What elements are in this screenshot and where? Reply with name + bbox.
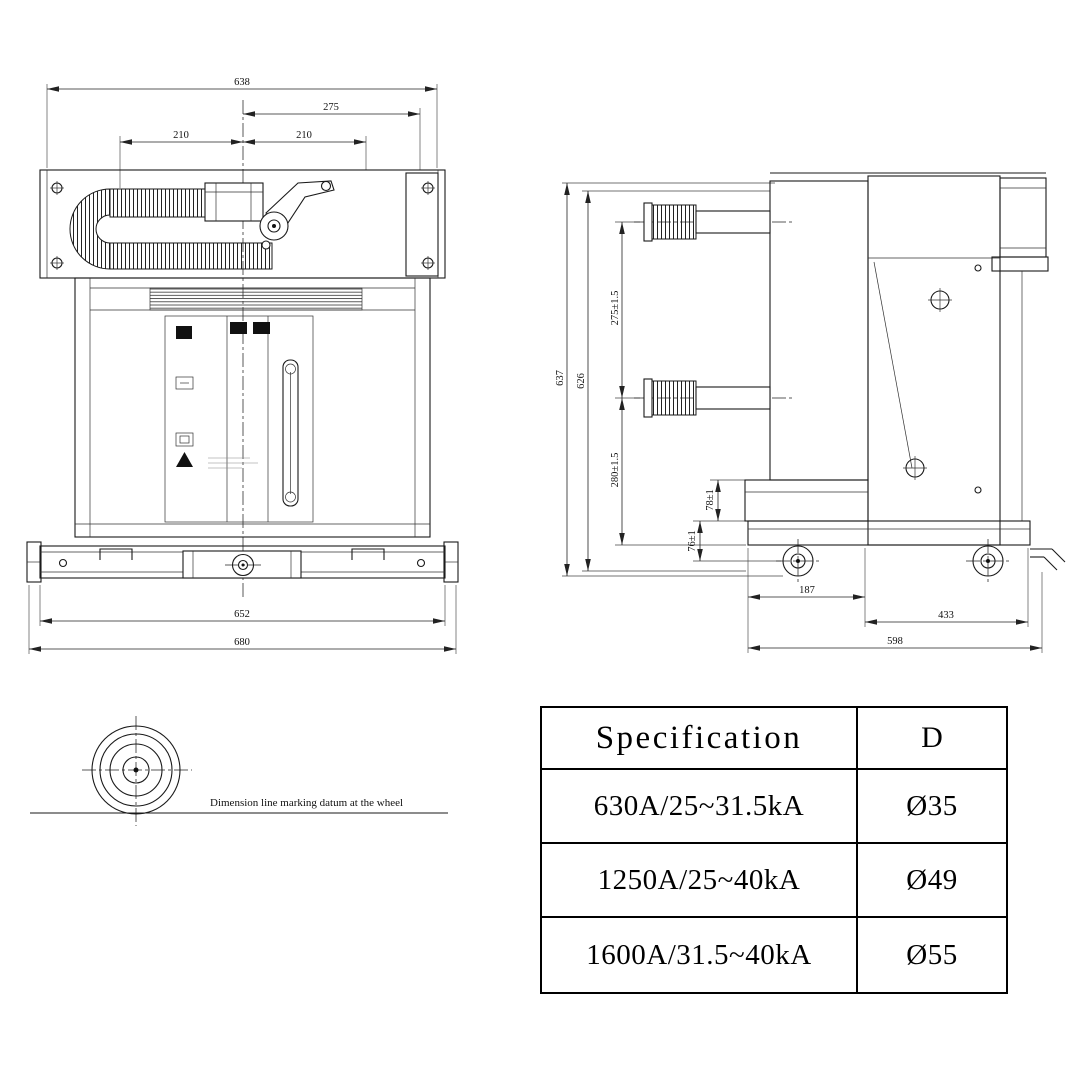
dim-label-652: 652: [234, 609, 250, 620]
wheel-datum-note: Dimension line marking datum at the whee…: [210, 797, 403, 809]
spec-table-row1-d: Ø35: [858, 770, 1006, 844]
front-operating-lever: [259, 180, 335, 250]
dim-label-280-tol: 280±1.5: [610, 453, 621, 488]
side-front-wheel: [776, 539, 820, 583]
corner-screw: [421, 181, 435, 195]
dim-label-638: 638: [234, 77, 250, 88]
lifting-hook-right: [351, 548, 385, 560]
dim-label-210-left: 210: [173, 130, 189, 141]
corner-screw: [50, 181, 64, 195]
spec-table-row3-spec: 1600A/31.5~40kA: [542, 918, 858, 992]
indicator-window: [176, 326, 192, 339]
vent-grille: [149, 287, 363, 311]
side-rear-wheel: [966, 539, 1010, 583]
dim-label-275-tol: 275±1.5: [610, 291, 621, 326]
warning-triangle: [176, 452, 193, 467]
dim-label-78-tol: 78±1: [705, 489, 716, 511]
wheel-detail: Dimension line marking datum at the whee…: [30, 716, 448, 826]
dim-label-680: 680: [234, 637, 250, 648]
front-rail-assembly: [26, 541, 459, 583]
dim-label-210-right: 210: [296, 130, 312, 141]
side-view: 637 626 275±1.5 280±1.5 78±1 76±1: [555, 172, 1066, 653]
spec-table-row2-spec: 1250A/25~40kA: [542, 844, 858, 918]
side-view-dimensions: 637 626 275±1.5 280±1.5 78±1 76±1: [555, 182, 1043, 653]
spec-table-header-d: D: [858, 708, 1006, 770]
hose-connector-block: [204, 182, 264, 222]
side-chassis: [744, 479, 1066, 583]
dim-label-433: 433: [938, 610, 954, 621]
side-latch: [1030, 548, 1066, 571]
plate-hole-upper: [928, 288, 952, 312]
front-view: 638 275 210 210 652 680: [26, 77, 459, 654]
indicator-window: [230, 322, 247, 334]
mechanism-plate: [867, 175, 1001, 546]
indicator-window: [253, 322, 270, 334]
rear-bracket: [999, 177, 1047, 258]
dim-label-76-tol: 76±1: [687, 530, 698, 552]
spec-table-row3-d: Ø55: [906, 938, 958, 971]
side-upper-bushing: [634, 202, 792, 242]
plate-hole-lower: [903, 456, 927, 480]
control-console: [164, 315, 314, 523]
spec-table-row1-spec: 630A/25~31.5kA: [542, 770, 858, 844]
dim-label-626: 626: [576, 373, 587, 389]
lifting-hook-left: [99, 548, 133, 560]
wheel-outer-circle: [91, 725, 181, 815]
front-view-dimensions: 638 275 210 210 652 680: [28, 77, 457, 654]
dim-label-275: 275: [323, 102, 339, 113]
chassis-frame: [747, 520, 1031, 546]
specification-table: Specification D 630A/25~31.5kA Ø35 1250A…: [540, 706, 1008, 994]
corner-screw: [50, 256, 64, 270]
indicator-slot: [282, 359, 299, 507]
side-body: [769, 172, 1049, 546]
side-lower-bushing: [634, 378, 792, 418]
spec-table-header-specification: Specification: [542, 708, 858, 770]
front-center-wheel: [225, 553, 261, 577]
pole-support-box: [744, 479, 869, 522]
spec-table-row2-d: Ø49: [858, 844, 1006, 918]
front-panel: [74, 277, 431, 538]
dim-label-598: 598: [887, 636, 903, 647]
pole-housing: [769, 180, 869, 481]
front-bellows-hose: [69, 182, 273, 270]
dim-label-187: 187: [799, 585, 815, 596]
corner-screw: [421, 256, 435, 270]
dim-label-637: 637: [555, 370, 566, 386]
